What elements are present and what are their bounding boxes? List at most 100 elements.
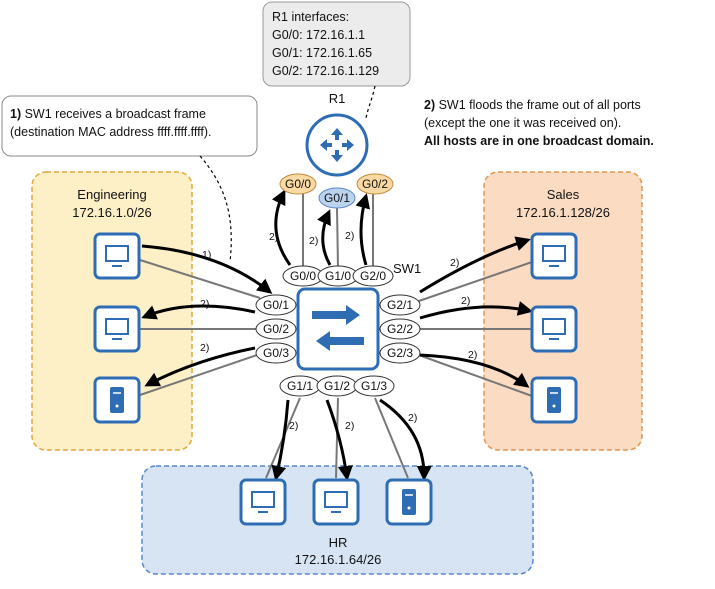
router-port-g02-label: G0/2 [362, 177, 388, 191]
step-labels: 1) 2) 2) 2) 2) 2) 2) 2) 2) 2) 2) 2) [200, 230, 477, 432]
step1-callout: 1) SW1 receives a broadcast frame (desti… [1, 95, 258, 263]
step-label-hr-3: 2) [408, 412, 417, 424]
switch-port-right-g21[interactable]: G2/1 [379, 294, 421, 316]
sales-server[interactable] [530, 376, 578, 424]
step2-annotation: 2) SW1 floods the frame out of all ports… [424, 98, 654, 148]
switch-port-left-g01-label: G0/1 [263, 298, 289, 312]
arrow-eng-3 [144, 346, 256, 387]
step2-line-1: 2) SW1 floods the frame out of all ports [424, 98, 641, 112]
flood-arrows [141, 189, 533, 481]
step-label-sales-3: 2) [468, 349, 477, 361]
arrow-sales-1 [419, 236, 531, 294]
engineering-zone-name: Engineering [77, 187, 146, 202]
pc-icon [324, 491, 348, 513]
r1-interface-line-3: G0/2: 172.16.1.129 [272, 64, 379, 78]
cable-sales-1 [415, 261, 533, 303]
cable-eng-1 [139, 259, 261, 299]
engineering-pc-2[interactable] [93, 305, 141, 353]
server-icon [402, 489, 416, 515]
step-label-r1-g00: 2) [269, 231, 278, 243]
step-label-eng-2: 2) [200, 298, 209, 310]
hr-server[interactable] [385, 478, 433, 526]
arrow-sales-3 [419, 353, 530, 388]
switch-port-top-g10[interactable]: G1/0 [317, 265, 359, 287]
server-icon [110, 387, 124, 413]
sales-pc-1[interactable] [530, 232, 578, 280]
arrow-r1-g01 [317, 209, 332, 266]
router-port-g00[interactable]: G0/0 [279, 173, 317, 195]
switch-port-bottom-g13[interactable]: G1/3 [353, 375, 395, 397]
switch-port-top-g20[interactable]: G2/0 [352, 265, 394, 287]
switch-port-right-g23[interactable]: G2/3 [379, 342, 421, 364]
step1-callout-line-1: 1) SW1 receives a broadcast frame [10, 107, 206, 121]
step-label-hr-2: 2) [345, 420, 354, 432]
router-port-g00-label: G0/0 [285, 177, 311, 191]
sales-pc-2[interactable] [530, 305, 578, 353]
switch-port-top-g00-label: G0/0 [290, 269, 316, 283]
cable-hr-3 [374, 397, 409, 479]
switch-port-bottom-g11-label: G1/1 [287, 379, 313, 393]
hr-pc-2[interactable] [312, 478, 360, 526]
arrow-sales-2 [419, 301, 533, 320]
cables [139, 190, 533, 479]
switch-sw1[interactable]: SW1 [296, 261, 421, 371]
r1-interfaces-callout: R1 interfaces: G0/0: 172.16.1.1 G0/1: 17… [262, 1, 411, 119]
router-port-g01-label: G0/1 [324, 191, 350, 205]
switch-port-top-g00[interactable]: G0/0 [282, 265, 324, 287]
switch-port-right-g21-label: G2/1 [387, 298, 413, 312]
engineering-pc-1[interactable] [93, 232, 141, 280]
cable-r1-g01 [336, 207, 339, 269]
router-port-g01[interactable]: G0/1 [318, 187, 356, 209]
switch-port-left-g01[interactable]: G0/1 [255, 294, 297, 316]
pc-icon [105, 318, 129, 340]
step2-line-2: (except the one it was received on). [424, 116, 621, 130]
router-r1[interactable]: R1 G0/0 G0/1 G0/2 [279, 91, 394, 209]
cable-sales-3 [415, 353, 533, 397]
pc-icon [251, 491, 275, 513]
step-label-r1-g02: 2) [345, 230, 354, 242]
step2-line-3: All hosts are in one broadcast domain. [424, 134, 654, 148]
sales-zone-subnet: 172.16.1.128/26 [516, 205, 610, 220]
arrow-hr-3 [379, 398, 432, 481]
step-label-1: 1) [202, 249, 211, 261]
switch-port-bottom-g12[interactable]: G1/2 [316, 375, 358, 397]
switch-name: SW1 [393, 261, 421, 276]
router-port-g02[interactable]: G0/2 [356, 173, 394, 195]
step-label-hr-1: 2) [289, 420, 298, 432]
pc-icon [542, 318, 566, 340]
cable-eng-3 [139, 353, 261, 396]
switch-port-right-g22[interactable]: G2/2 [379, 318, 421, 340]
switch-port-top-g10-label: G1/0 [325, 269, 351, 283]
pc-icon [105, 245, 129, 267]
pc-icon [542, 245, 566, 267]
step-label-sales-1: 2) [450, 257, 459, 269]
engineering-server[interactable] [93, 376, 141, 424]
switch-ports: G0/0 G1/0 G2/0 G0/1 G0/2 G0/3 G2/1 G2 [255, 265, 421, 397]
router-icon [320, 128, 354, 162]
switch-port-bottom-g11[interactable]: G1/1 [279, 375, 321, 397]
arrow-r1-g02 [355, 193, 371, 266]
arrow-hr-1 [271, 399, 290, 481]
hr-pc-1[interactable] [239, 478, 287, 526]
r1-interface-line-2: G0/1: 172.16.1.65 [272, 46, 372, 60]
hr-zone-name: HR [329, 535, 348, 550]
switch-port-top-g20-label: G2/0 [360, 269, 386, 283]
router-name: R1 [329, 91, 346, 106]
switch-icon [312, 305, 364, 351]
step-label-sales-2: 2) [461, 295, 470, 307]
hr-zone-subnet: 172.16.1.64/26 [295, 552, 382, 567]
sales-zone-name: Sales [547, 187, 580, 202]
switch-port-bottom-g13-label: G1/3 [361, 379, 387, 393]
switch-port-left-g02-label: G0/2 [263, 322, 289, 336]
switch-port-bottom-g12-label: G1/2 [324, 379, 350, 393]
switch-port-right-g23-label: G2/3 [387, 346, 413, 360]
engineering-zone-subnet: 172.16.1.0/26 [72, 205, 152, 220]
arrow-r1-g00 [271, 189, 292, 266]
cable-hr-2 [335, 397, 339, 479]
arrow-eng-2 [141, 304, 256, 320]
arrow-hr-2 [325, 399, 353, 481]
switch-port-left-g03[interactable]: G0/3 [255, 342, 297, 364]
switch-port-left-g02[interactable]: G0/2 [255, 318, 297, 340]
step-label-eng-3: 2) [200, 342, 209, 354]
